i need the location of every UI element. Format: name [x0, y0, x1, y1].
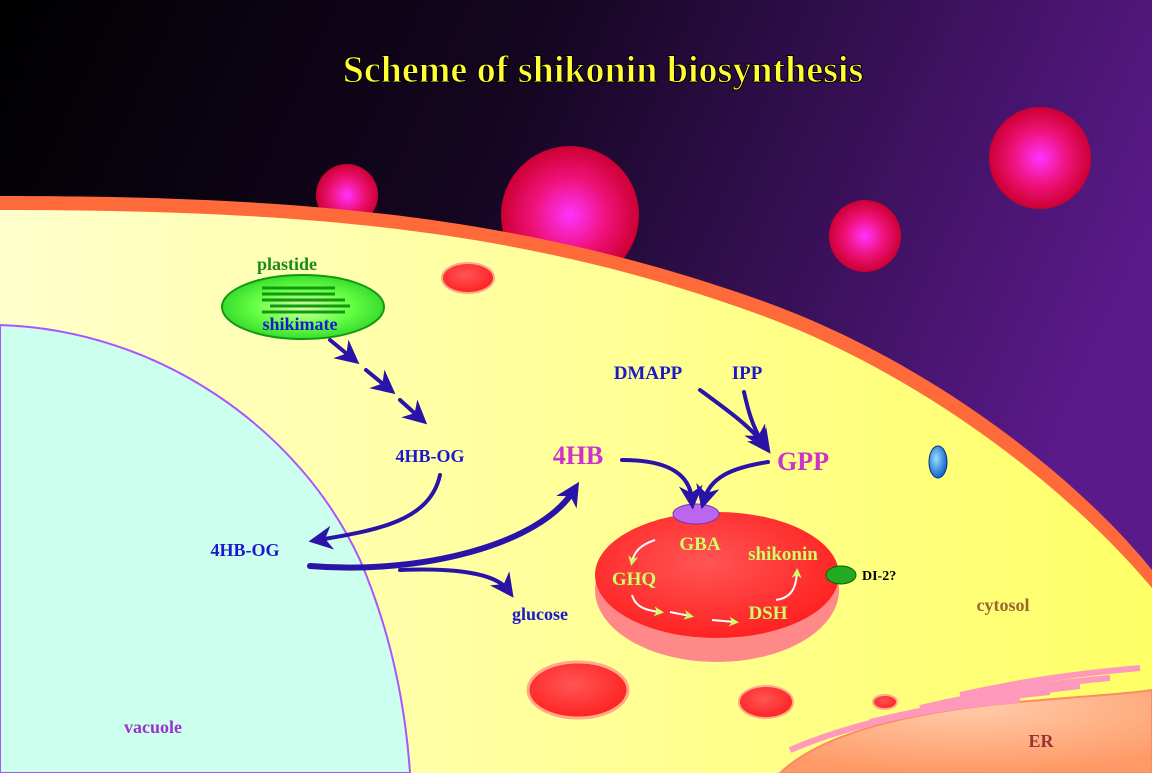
di2-protein	[825, 565, 857, 585]
arrow-gpp-to-gba	[696, 460, 770, 510]
label-gpp: GPP	[777, 447, 829, 476]
label-er: ER	[1028, 731, 1054, 751]
endoplasmic-reticulum	[778, 665, 1152, 773]
label-vacuole: vacuole	[124, 717, 182, 737]
label-4hb-og-upper: 4HB-OG	[395, 446, 464, 466]
arrow-shikimate-1	[328, 338, 360, 365]
label-4hb-og-lower: 4HB-OG	[210, 540, 279, 560]
oil-body	[872, 694, 898, 710]
internal-arrows	[628, 539, 802, 627]
label-gba: GBA	[679, 534, 720, 555]
arrow-to-glucose	[398, 567, 514, 598]
page-title: Scheme of shikonin biosynthesis	[343, 49, 864, 91]
arrow-to-vacuole	[308, 473, 442, 550]
gba-enzyme	[672, 503, 720, 525]
thylakoid-stack	[262, 286, 350, 314]
arrow-shikimate-2	[364, 368, 396, 395]
label-dmapp: DMAPP	[614, 363, 683, 384]
arrow-shikimate-3	[398, 398, 428, 425]
label-di2: DI-2?	[862, 569, 896, 584]
membrane-transporter	[928, 445, 948, 479]
arrow-to-4hb-base	[307, 487, 577, 571]
arrow-4hb-to-gba	[620, 458, 703, 510]
label-ipp: IPP	[732, 363, 763, 384]
label-ghq: GHQ	[612, 569, 656, 590]
oil-body	[738, 685, 794, 719]
label-plastide: plastide	[257, 254, 317, 274]
label-4hb: 4HB	[553, 441, 604, 470]
label-shikonin: shikonin	[748, 544, 818, 565]
label-cytosol: cytosol	[977, 595, 1030, 615]
oil-body	[526, 660, 630, 720]
balloon-vesicle	[989, 107, 1091, 209]
balloon-vesicle	[829, 200, 901, 272]
arrow-ipp-to-gpp	[742, 390, 767, 451]
label-glucose: glucose	[512, 604, 568, 624]
oil-body	[441, 262, 495, 294]
label-shikimate: shikimate	[262, 314, 337, 334]
label-dsh: DSH	[748, 603, 787, 624]
plastid	[221, 274, 385, 340]
